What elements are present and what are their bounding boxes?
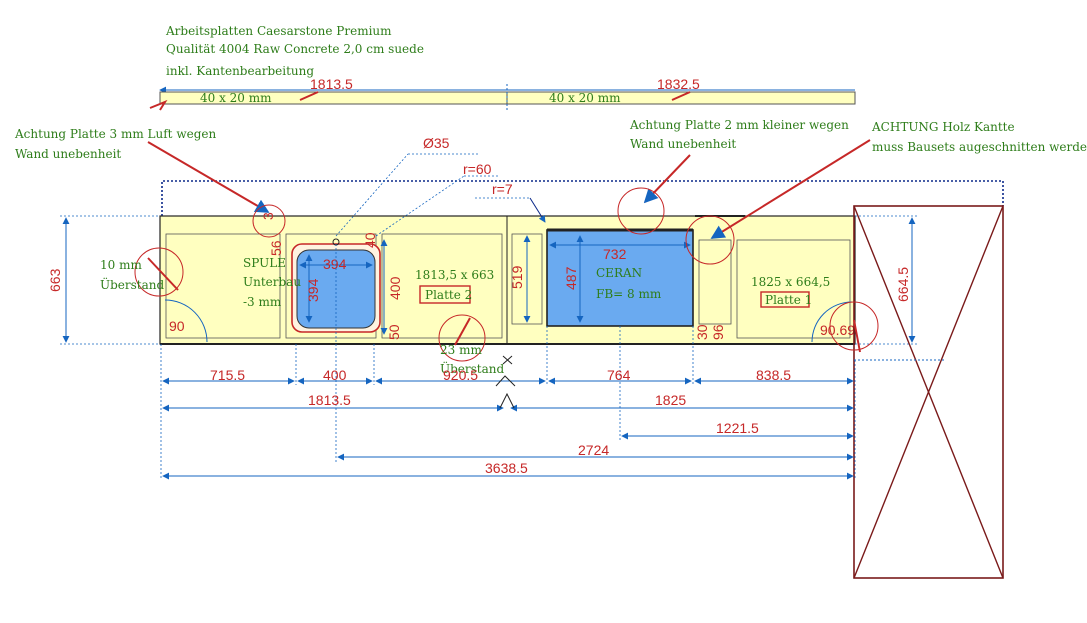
note-wood-1: ACHTUNG Holz Kantte [871,120,1015,134]
plate1-name: Platte 1 [765,293,812,307]
strip-left-edge: 40 x 20 mm [200,91,272,105]
note-overhang10-2: Überstand [100,276,164,292]
header-line-3: inkl. Kantenbearbeitung [166,64,314,78]
angle-right: 90.69 [820,322,855,338]
countertop [159,215,856,345]
hob-radius: r=7 [492,181,513,197]
note-overhang10-1: 10 mm [100,258,142,272]
edge-strip: 1813.5 40 x 20 mm 1832.5 40 x 20 mm [149,76,856,111]
hob-side-1: 30 [694,324,710,340]
dim-row1-1: 715.5 [210,367,245,383]
dim-row1-2: 400 [323,367,347,383]
note-left-gap-1: Achtung Platte 3 mm Luft wegen [14,127,216,141]
note-mid-small-2: Wand unebenheit [630,137,736,151]
hob-label-2: FB= 8 mm [596,287,662,301]
dim-row1-4: 764 [607,367,631,383]
tap-diameter: Ø35 [423,135,450,151]
gap-3mm: 3 [260,212,276,220]
plate2-size: 1813,5 x 663 [415,268,494,282]
hob-offset: 519 [509,265,525,289]
dimension-rows: 715.5 400 920.5 764 838.5 1813.5 1825 12… [160,244,856,480]
hob-height: 487 [563,266,579,290]
hob-side-2: 96 [710,324,726,340]
depth-left: 663 [47,268,63,292]
sink-height: 394 [305,278,321,302]
hob-label-1: CERAN [596,266,642,280]
hob-width: 732 [603,246,627,262]
header-line-1: Arbeitsplatten Caesarstone Premium [165,24,392,38]
sink-offset-top: 56 [268,240,284,256]
plate1-size: 1825 x 664,5 [751,275,830,289]
dim-row4: 2724 [578,442,609,458]
note-left-gap-2: Wand unebenheit [15,147,121,161]
sink-radius: r=60 [463,161,492,177]
tall-cabinet [853,205,1004,579]
hob-cutout: 732 487 519 CERAN FB= 8 mm 30 96 r=7 [475,181,726,340]
strip-left-length: 1813.5 [310,76,353,92]
header-line-2: Qualität 4004 Raw Concrete 2,0 cm suede [166,42,424,56]
sink-offset-bottom: 50 [386,324,402,340]
depth-right: 664.5 [895,267,911,302]
plate1-tag [760,291,810,308]
dim-row2-1: 1813.5 [308,392,351,408]
sink-label-3: -3 mm [243,295,282,309]
dim-row5: 3638.5 [485,460,528,476]
strip-right-length: 1832.5 [657,76,700,92]
plate2-tag [419,285,471,304]
note-mid-small-1: Achtung Platte 2 mm kleiner wegen [629,118,849,132]
sink-label-1: SPULE [243,256,286,270]
note-overhang23-1: 23 mm [440,343,482,357]
plate2-name: Platte 2 [425,288,472,302]
note-overhang23-2: Überstand [440,360,504,376]
sink-label-2: Unterbau [243,275,301,289]
note-wood-2: muss Bausets augeschnitten werden [872,140,1087,154]
angle-left: 90 [169,318,185,334]
strip-right-edge: 40 x 20 mm [549,91,621,105]
dim-row1-5: 838.5 [756,367,791,383]
wall-outline [161,180,1004,216]
dim-row3: 1221.5 [716,420,759,436]
sink-width: 394 [323,256,347,272]
dim-row2-2: 1825 [655,392,686,408]
sink-offset-tap: 40 [362,232,378,248]
sink-cabinet-depth: 400 [387,276,403,300]
dim-row1-3: 920.5 [443,367,478,383]
